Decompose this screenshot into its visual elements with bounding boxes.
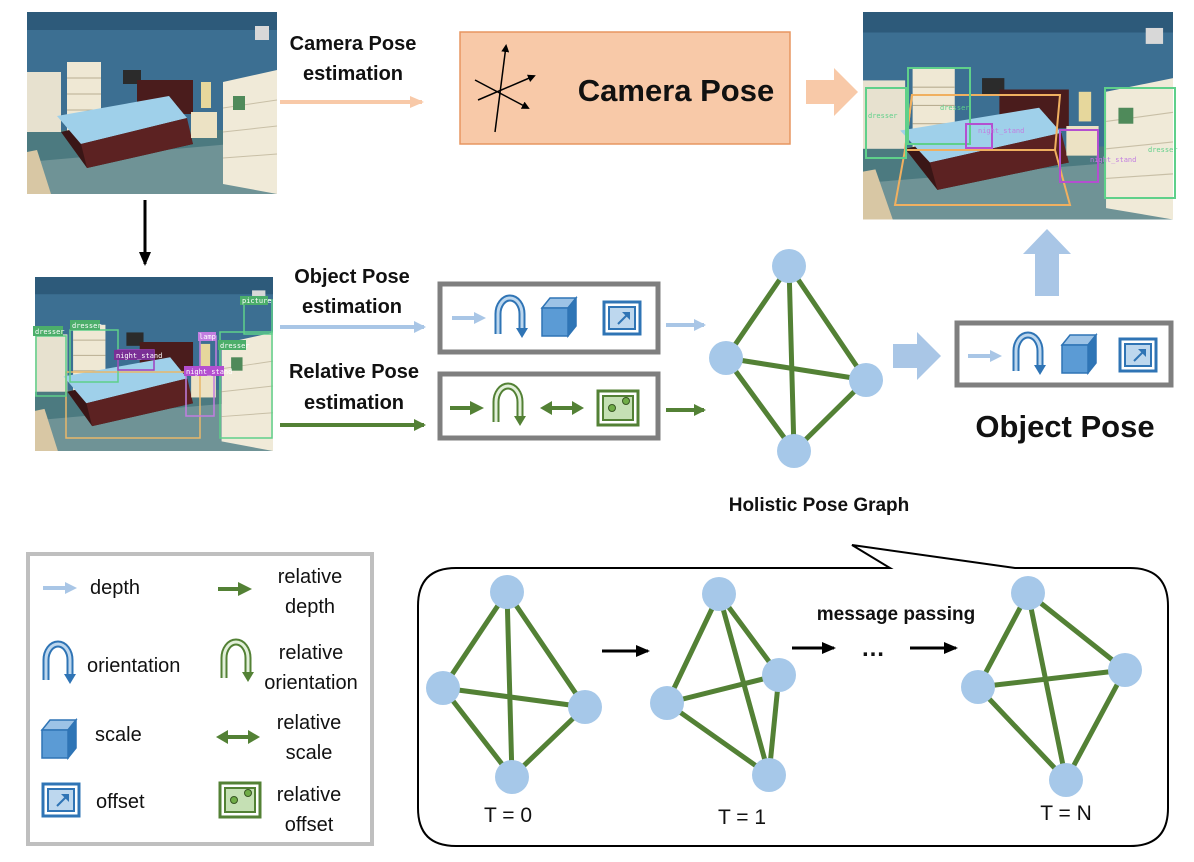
t1-label: T = 1 [718,806,766,829]
relative-offset-icon [596,389,640,427]
offset-icon [602,300,642,336]
legend-relative-scale-2: scale [286,742,333,764]
graph-node [961,670,995,704]
det-right-dresser-2: dresser [1148,146,1178,154]
object-pose-output-label: Object Pose [975,409,1154,444]
graph-node [702,577,736,611]
graph-tn [961,576,1142,797]
legend-relative-orientation-1: relative [279,642,343,664]
legend-scale-icon [41,719,77,759]
graph-node [1108,653,1142,687]
relative-pose-estimation-label-2: estimation [304,392,404,414]
legend-depth: depth [90,577,140,599]
det-right-dresser-3: dresser [868,112,898,120]
det-left-dresser-1: dresser [35,328,65,336]
det-right-dresser-1: dresser [940,104,970,112]
det-left-lamp: lamp [199,333,216,341]
message-passing-callout [417,544,1169,847]
input-image [26,11,278,195]
det-left-dresser-3: dresser [220,342,250,350]
graph-node [849,363,883,397]
legend-relative-depth-1: relative [278,566,342,588]
graph-node [772,249,806,283]
graph-to-object-pose-arrow [893,332,941,380]
camera-pose-box [459,31,791,145]
object-pose-estimation-label-1: Object Pose [294,266,410,288]
camera-axes-icon [474,44,536,133]
legend-scale: scale [95,724,142,746]
graph-node [1049,763,1083,797]
legend-orientation: orientation [87,655,180,677]
graph-node [568,690,602,724]
camera-to-output-arrow [806,68,858,116]
legend-relative-orientation-2: orientation [264,672,357,694]
det-left-dresser-2: dresser [72,322,102,330]
scale-cube-icon [1061,334,1097,374]
legend-relative-depth-2: depth [285,596,335,618]
det-left-night-stand-1: night_stand [116,352,162,360]
graph-t1 [650,577,796,792]
det-right-night-stand-1: night_stand [978,127,1024,135]
scale-cube-icon [541,297,577,337]
object-pose-estimation-label-2: estimation [302,296,402,318]
det-left-picture: picture [242,297,272,305]
legend-relative-offset-1: relative [277,784,341,806]
graph-t0 [426,575,602,794]
object-pose-to-output-arrow [1023,229,1071,296]
graph-node [495,760,529,794]
graph-node [1011,576,1045,610]
graph-node [650,686,684,720]
offset-icon [1118,337,1158,373]
graph-node [752,758,786,792]
graph-node [777,434,811,468]
camera-pose-estimation-label-1: Camera Pose [290,33,417,55]
legend-offset-icon [41,782,81,818]
graph-node [709,341,743,375]
output-image: dresser dresser night_stand night_stand … [862,11,1178,221]
legend-relative-offset-icon [218,781,262,819]
graph-node [426,671,460,705]
legend-box [26,552,374,846]
legend-relative-scale-1: relative [277,712,341,734]
det-left-night-stand-2: night_stand [186,368,232,376]
t0-label: T = 0 [484,804,532,827]
detection-image: dresser dresser picture night_stand lamp… [33,276,274,452]
camera-pose-estimation-label-2: estimation [303,63,403,85]
legend-offset: offset [96,791,145,813]
relative-pose-estimation-label-1: Relative Pose [289,361,419,383]
graph-node [490,575,524,609]
ellipsis: … [861,635,885,662]
holistic-pose-graph-caption: Holistic Pose Graph [729,495,910,516]
legend-relative-offset-2: offset [285,814,334,836]
message-passing-label: message passing [817,604,975,625]
graph-node [762,658,796,692]
camera-pose-box-label: Camera Pose [578,73,774,108]
holistic-pose-graph [709,249,883,468]
tn-label: T = N [1040,802,1092,825]
det-right-night-stand-2: night_stand [1090,156,1136,164]
